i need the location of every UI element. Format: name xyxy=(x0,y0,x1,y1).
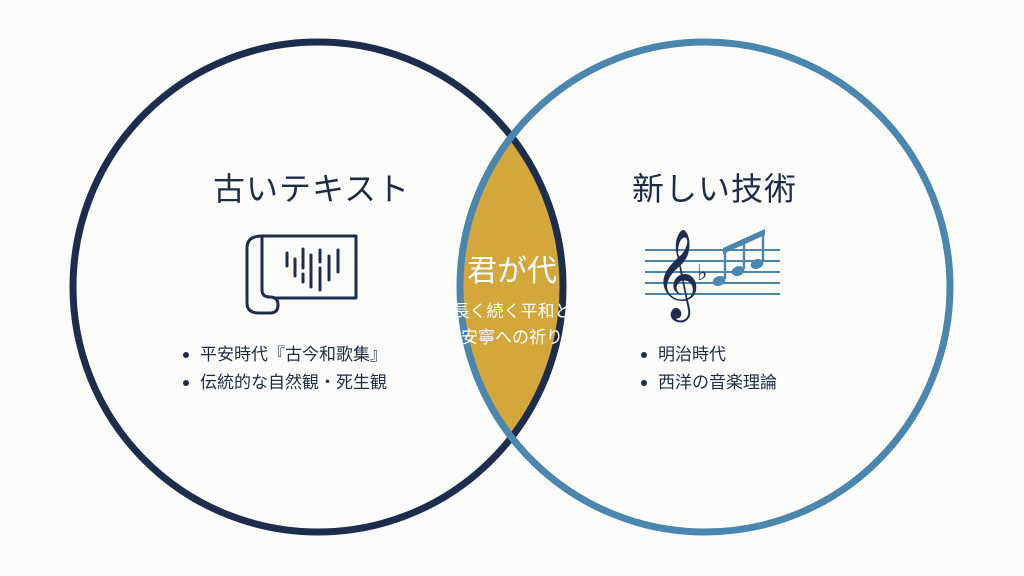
list-item: 平安時代『古今和歌集』 xyxy=(180,341,387,369)
intersection-subtitle-line2: 安寧への祈り xyxy=(461,328,563,348)
list-item: 伝統的な自然観・死生観 xyxy=(180,369,387,397)
scroll-icon xyxy=(245,234,358,315)
right-circle-title: 新しい技術 xyxy=(632,170,798,208)
intersection-subtitle-line1: 長く続く平和と xyxy=(452,302,572,322)
left-bullet-list: 平安時代『古今和歌集』 伝統的な自然観・死生観 xyxy=(180,341,387,397)
intersection-title: 君が代 xyxy=(467,254,557,289)
svg-text:♭: ♭ xyxy=(697,261,707,286)
right-bullet-list: 明治時代 西洋の音楽理論 xyxy=(638,341,777,397)
list-item: 西洋の音楽理論 xyxy=(638,369,777,397)
svg-text:𝄞: 𝄞 xyxy=(654,229,700,323)
right-circle xyxy=(456,38,954,536)
left-circle-title: 古いテキスト xyxy=(213,170,411,208)
list-item: 明治時代 xyxy=(638,341,777,369)
music-staff-icon: 𝄞 ♭ xyxy=(645,229,780,323)
left-circle xyxy=(69,38,567,536)
